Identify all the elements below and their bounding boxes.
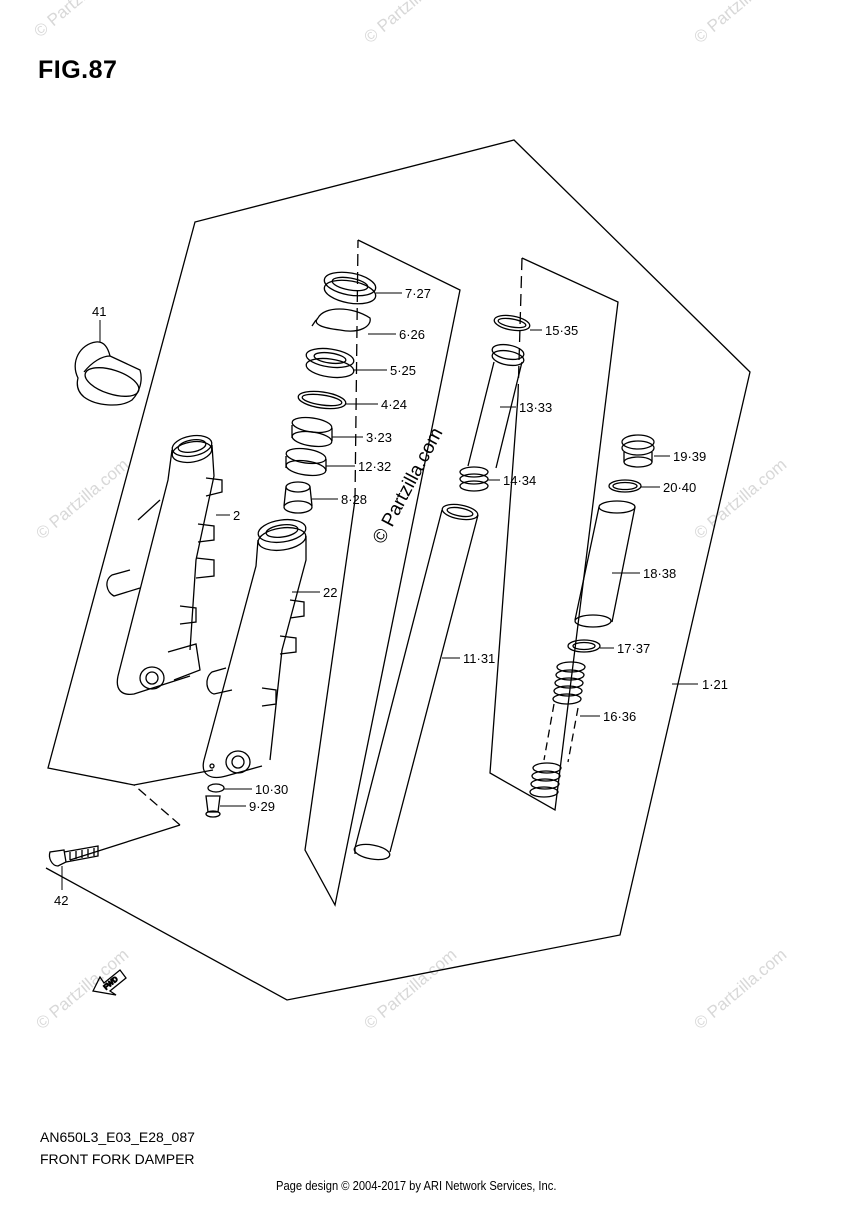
callout-2[interactable]: 2 bbox=[233, 508, 240, 523]
callout-19-39[interactable]: 19·39 bbox=[673, 449, 706, 464]
leader-lines bbox=[61, 292, 698, 890]
part-oil-lock-piece-8[interactable] bbox=[283, 481, 313, 514]
diagram-code: AN650L3_E03_E28_087 bbox=[40, 1129, 195, 1145]
watermark: © Partzilla.com bbox=[690, 0, 790, 47]
part-spring-16[interactable] bbox=[529, 661, 586, 798]
callout-3-23[interactable]: 3·23 bbox=[366, 430, 392, 445]
figure-title: FIG.87 bbox=[38, 56, 118, 84]
part-spacer-18[interactable] bbox=[574, 500, 636, 628]
callout-16-36[interactable]: 16·36 bbox=[603, 709, 636, 724]
callout-18-38[interactable]: 18·38 bbox=[643, 566, 676, 581]
watermark: © Partzilla.com bbox=[690, 945, 790, 1033]
callout-41[interactable]: 41 bbox=[92, 304, 106, 319]
part-bolt-9[interactable] bbox=[205, 795, 221, 818]
part-oil-seal-5[interactable] bbox=[305, 346, 355, 381]
callout-10-30[interactable]: 10·30 bbox=[255, 782, 288, 797]
watermark: © Partzilla.com bbox=[690, 455, 790, 543]
part-stopper-ring-6[interactable] bbox=[311, 308, 371, 332]
assembly-outline bbox=[45, 139, 751, 1001]
callout-13-33[interactable]: 13·33 bbox=[519, 400, 552, 415]
outer-boundary-line bbox=[45, 139, 751, 1001]
callout-5-25[interactable]: 5·25 bbox=[390, 363, 416, 378]
part-washer-17[interactable] bbox=[567, 639, 601, 653]
callout-4-24[interactable]: 4·24 bbox=[381, 397, 407, 412]
watermark: © Partzilla.com bbox=[360, 0, 460, 47]
watermark: © Partzilla.com bbox=[360, 945, 460, 1033]
callout-22[interactable]: 22 bbox=[323, 585, 337, 600]
inner-boundary-line bbox=[304, 239, 461, 907]
part-rod-13[interactable] bbox=[467, 342, 525, 469]
outer-boundary-line bbox=[133, 769, 214, 786]
part-bushing-12[interactable] bbox=[285, 446, 327, 477]
callout-20-40[interactable]: 20·40 bbox=[663, 480, 696, 495]
outer-boundary-line bbox=[133, 784, 181, 826]
callout-7-27[interactable]: 7·27 bbox=[405, 286, 431, 301]
part-gasket-10[interactable] bbox=[207, 783, 225, 793]
diagram-caption: FRONT FORK DAMPER bbox=[40, 1151, 195, 1167]
part-spring-14[interactable] bbox=[459, 466, 489, 492]
part-bolt-42[interactable] bbox=[48, 845, 99, 867]
watermark-layer: © Partzilla.com © Partzilla.com © Partzi… bbox=[30, 0, 790, 1033]
part-washer-4[interactable] bbox=[297, 389, 347, 412]
cartridge-boundary-line bbox=[489, 257, 619, 812]
callout-42[interactable]: 42 bbox=[54, 893, 68, 908]
outer-boundary-line bbox=[69, 824, 181, 861]
part-ring-15[interactable] bbox=[493, 313, 531, 333]
part-outer-tube-22[interactable] bbox=[202, 517, 307, 779]
watermark: © Partzilla.com bbox=[32, 455, 132, 543]
callout-15-35[interactable]: 15·35 bbox=[545, 323, 578, 338]
part-cover-41[interactable] bbox=[74, 341, 142, 406]
part-bushing-3[interactable] bbox=[291, 415, 333, 448]
callout-12-32[interactable]: 12·32 bbox=[358, 459, 391, 474]
callout-8-28[interactable]: 8·28 bbox=[341, 492, 367, 507]
part-outer-tube-2[interactable] bbox=[106, 433, 223, 696]
callout-9-29[interactable]: 9·29 bbox=[249, 799, 275, 814]
callout-11-31[interactable]: 11·31 bbox=[463, 651, 495, 666]
page-credit: Page design © 2004-2017 by ARI Network S… bbox=[276, 1178, 557, 1193]
watermark: © Partzilla.com bbox=[32, 945, 132, 1033]
part-cap-bolt-19[interactable] bbox=[621, 434, 655, 468]
callout-1-21[interactable]: 1·21 bbox=[702, 677, 728, 692]
callout-6-26[interactable]: 6·26 bbox=[399, 327, 425, 342]
callout-17-37[interactable]: 17·37 bbox=[617, 641, 650, 656]
part-o-ring-20[interactable] bbox=[608, 479, 642, 493]
watermark: © Partzilla.com bbox=[30, 0, 130, 41]
callout-labels: 7·27 6·26 5·25 4·24 3·23 12·32 8·28 2 22… bbox=[54, 286, 728, 908]
part-dust-seal-7[interactable] bbox=[322, 269, 377, 308]
part-inner-tube-11[interactable] bbox=[353, 502, 479, 862]
callout-14-34[interactable]: 14·34 bbox=[503, 473, 536, 488]
